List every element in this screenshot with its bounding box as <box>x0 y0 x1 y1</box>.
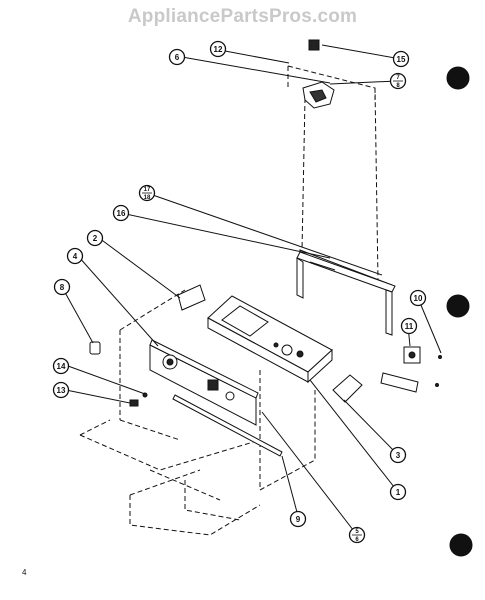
callout-17-top: 17 <box>144 187 151 193</box>
control-panel <box>149 339 259 426</box>
callout-4: 4 <box>73 252 78 261</box>
cabinet-outline-dashed <box>79 65 379 536</box>
leader-lines <box>61 44 442 536</box>
fraction-bars <box>142 80 403 536</box>
callout-11: 11 <box>405 322 414 331</box>
upper-bracket <box>302 81 335 109</box>
callout-12: 12 <box>214 45 223 54</box>
callout-5-bottom: 6 <box>355 537 359 543</box>
switch-part <box>403 346 421 364</box>
callout-7-top: 7 <box>396 75 400 81</box>
callout-15: 15 <box>397 55 406 64</box>
callout-2: 2 <box>93 234 98 243</box>
end-cap-right <box>332 374 363 403</box>
callout-13: 13 <box>57 386 66 395</box>
small-knob <box>89 341 101 355</box>
callout-9: 9 <box>296 515 301 524</box>
callout-7-bottom: 8 <box>396 83 400 89</box>
callout-1: 1 <box>396 488 401 497</box>
callout-17-bottom: 18 <box>144 195 151 201</box>
binder-hole-bottom <box>449 533 473 557</box>
clip-part <box>308 39 320 51</box>
binder-hole-top <box>446 66 470 90</box>
callout-8: 8 <box>60 283 65 292</box>
callout-14: 14 <box>57 362 66 371</box>
fastener-part <box>129 399 139 407</box>
console-panel <box>207 295 333 384</box>
callout-3: 3 <box>396 451 401 460</box>
watermark-text: AppliancePartsPros.com <box>127 6 358 27</box>
trim-strip <box>172 394 283 457</box>
switch-bracket <box>380 372 419 393</box>
callout-16: 16 <box>117 209 126 218</box>
callout-5-top: 5 <box>355 529 359 535</box>
page-number: 4 <box>22 568 27 577</box>
support-bracket <box>296 251 396 336</box>
callout-10: 10 <box>414 294 423 303</box>
binder-hole-middle <box>446 294 470 318</box>
end-cap-left <box>177 284 206 311</box>
callout-6: 6 <box>175 53 180 62</box>
screw-right-upper <box>438 355 442 359</box>
callout-circles <box>52 40 427 544</box>
screw-right-lower <box>435 383 439 387</box>
